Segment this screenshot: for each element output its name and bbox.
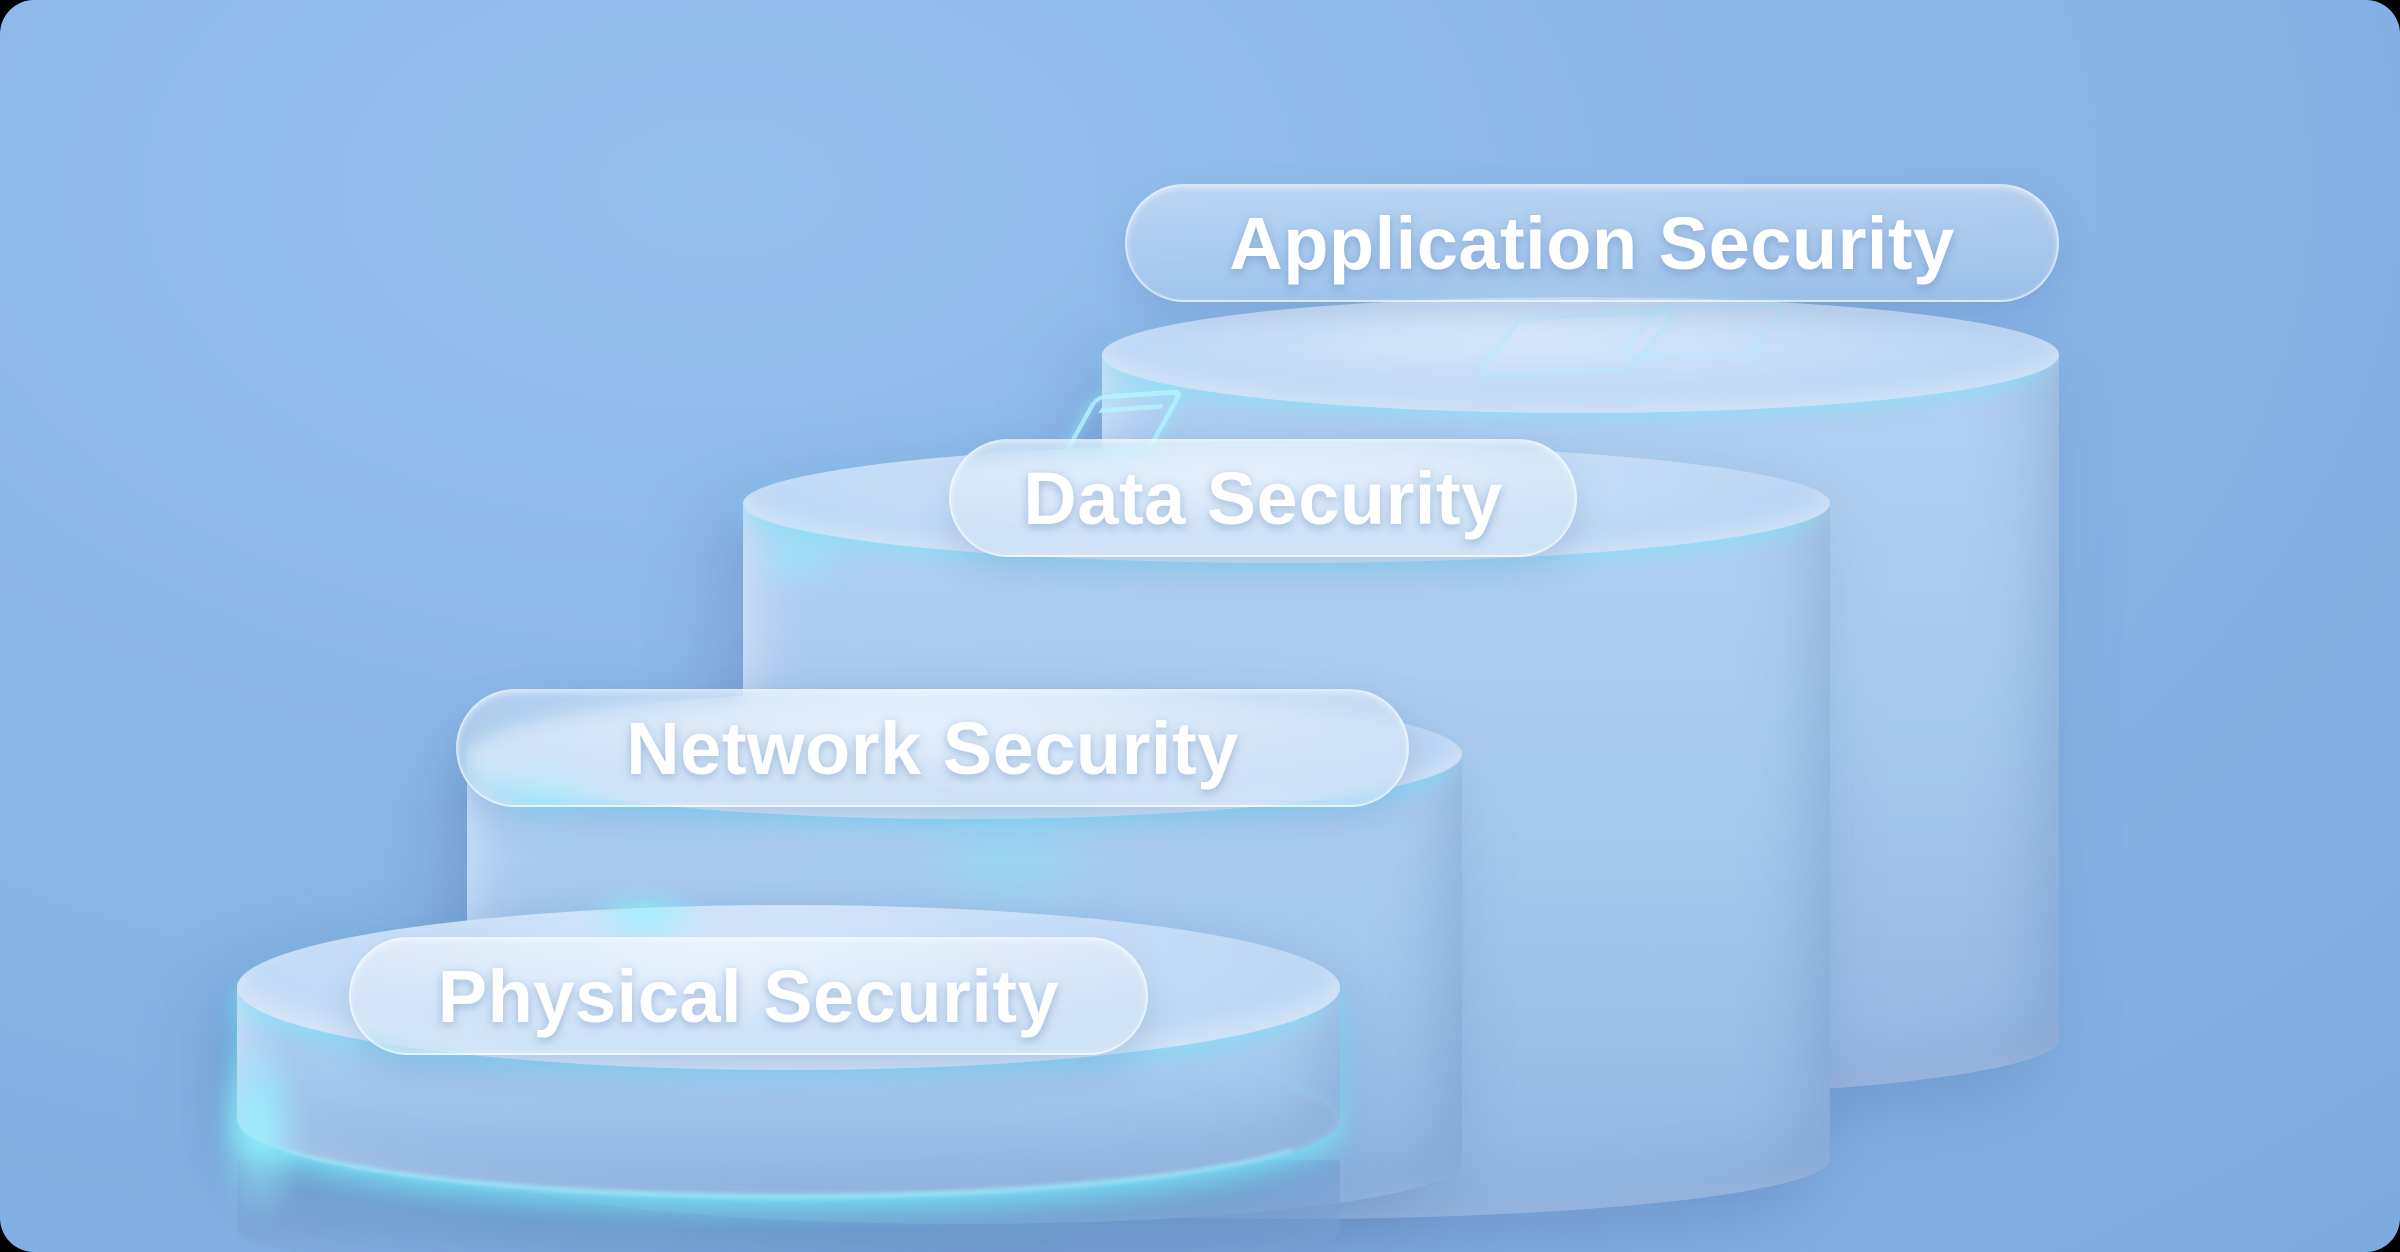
label-data-security: Data Security	[949, 439, 1577, 557]
cylinder-application-top	[1102, 297, 2059, 413]
glow-ring	[237, 1039, 1340, 1199]
label-application-security-text: Application Security	[1229, 201, 1955, 285]
label-physical-security-text: Physical Security	[437, 954, 1060, 1038]
label-data-security-text: Data Security	[1023, 456, 1503, 540]
label-application-security: Application Security	[1125, 184, 2059, 302]
label-network-security: Network Security	[456, 689, 1409, 807]
label-physical-security: Physical Security	[349, 937, 1148, 1055]
label-network-security-text: Network Security	[626, 706, 1239, 790]
